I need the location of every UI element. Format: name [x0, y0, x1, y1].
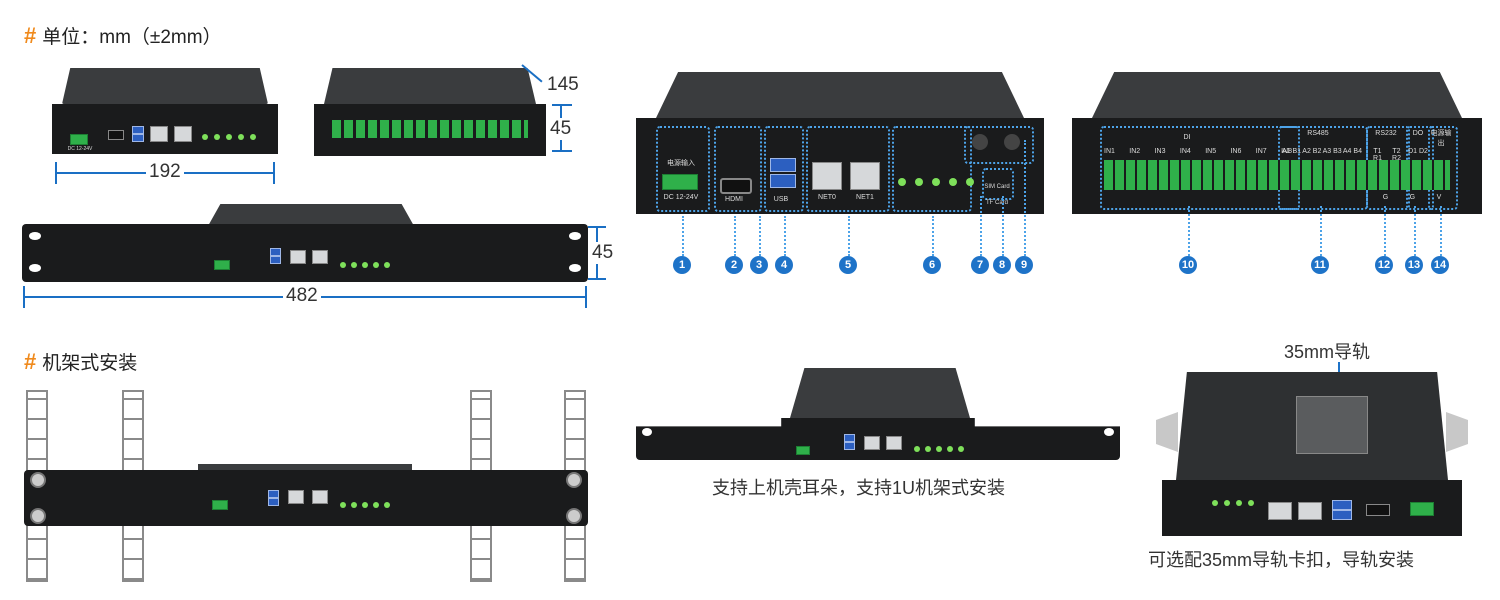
callout-9: 9 [1015, 256, 1033, 274]
device-front-small: DC 12-24V [52, 68, 278, 158]
device-with-ears [636, 368, 1120, 464]
rail-label: 35mm导轨 [1284, 342, 1371, 362]
callout-4: 4 [775, 256, 793, 274]
callout-13: 13 [1405, 256, 1423, 274]
callout-5: 5 [839, 256, 857, 274]
callout-8: 8 [993, 256, 1011, 274]
rack-header-text: 机架式安装 [42, 353, 138, 374]
callout-7: 7 [971, 256, 989, 274]
callout-10: 10 [1179, 256, 1197, 274]
callout-3: 3 [750, 256, 768, 274]
callout-2: 2 [725, 256, 743, 274]
units-header-text: 单位：mm（±2mm） [42, 27, 222, 48]
hash-icon: # [24, 22, 37, 48]
device-rack-ears [22, 204, 588, 284]
device-din-rail [1156, 372, 1468, 540]
hash-icon: # [24, 348, 37, 374]
dim-192: 192 [146, 161, 184, 183]
callout-11: 11 [1311, 256, 1329, 274]
rack-install-illustration [22, 390, 592, 582]
dim-45-b: 45 [592, 242, 614, 264]
dim-482: 482 [283, 285, 321, 307]
dim-45-a: 45 [550, 118, 572, 140]
rack-header: # 机架式安装 [24, 348, 137, 375]
dim-145: 145 [547, 74, 579, 95]
device-rear-small [314, 68, 546, 158]
rail-mount-caption: 可选配35mm导轨卡扣，导轨安装 [1148, 550, 1415, 570]
front-panel: 电源输入 DC 12-24V HDMI USB NET0 NET1 SIM Ca… [636, 72, 1044, 216]
units-header: # 单位：mm（±2mm） [24, 22, 222, 49]
ear-mount-caption: 支持上机壳耳朵，支持1U机架式安装 [712, 478, 1006, 498]
callout-6: 6 [923, 256, 941, 274]
callout-14: 14 [1431, 256, 1449, 274]
callout-12: 12 [1375, 256, 1393, 274]
callout-1: 1 [673, 256, 691, 274]
